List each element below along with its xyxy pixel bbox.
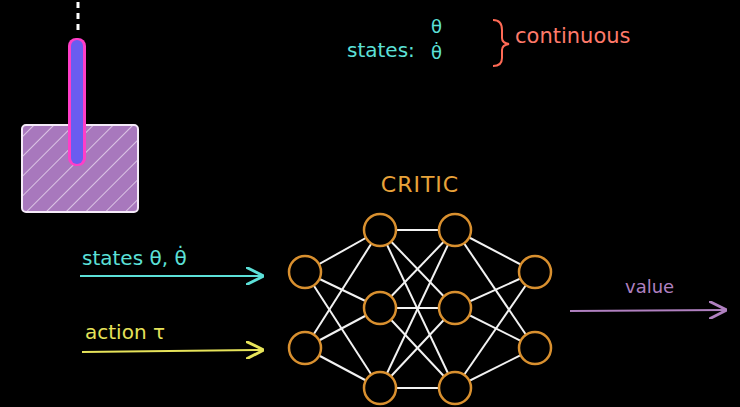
neuron-circle	[519, 256, 551, 288]
note-text: continuous	[515, 24, 631, 48]
synapse-line	[305, 230, 380, 348]
output-label: value	[625, 276, 674, 297]
neuron-circle	[439, 214, 471, 246]
synapse-line	[455, 272, 535, 388]
neuron-circle	[364, 372, 396, 404]
dashed-line	[77, 2, 80, 32]
state-symbol: θ	[431, 16, 442, 37]
neuron-circle	[364, 214, 396, 246]
state-symbol: θ̇	[431, 42, 442, 63]
state-heading: states:	[347, 38, 415, 62]
network-title: CRITIC	[285, 172, 555, 197]
input-label: action τ	[85, 320, 165, 344]
input-arrow	[80, 275, 262, 277]
neuron-circle	[439, 372, 471, 404]
input-label: states θ, θ̇	[82, 246, 187, 270]
neuron-circle	[519, 332, 551, 364]
neuron-circle	[289, 256, 321, 288]
pendulum-pole	[68, 38, 86, 166]
network-node: CRITIC	[285, 172, 555, 406]
neural-network	[289, 214, 551, 404]
neuron-circle	[289, 332, 321, 364]
brace	[493, 20, 509, 66]
neuron-circle	[439, 292, 471, 324]
input-arrow	[82, 350, 262, 352]
output-arrow	[570, 310, 725, 311]
neuron-circle	[364, 292, 396, 324]
